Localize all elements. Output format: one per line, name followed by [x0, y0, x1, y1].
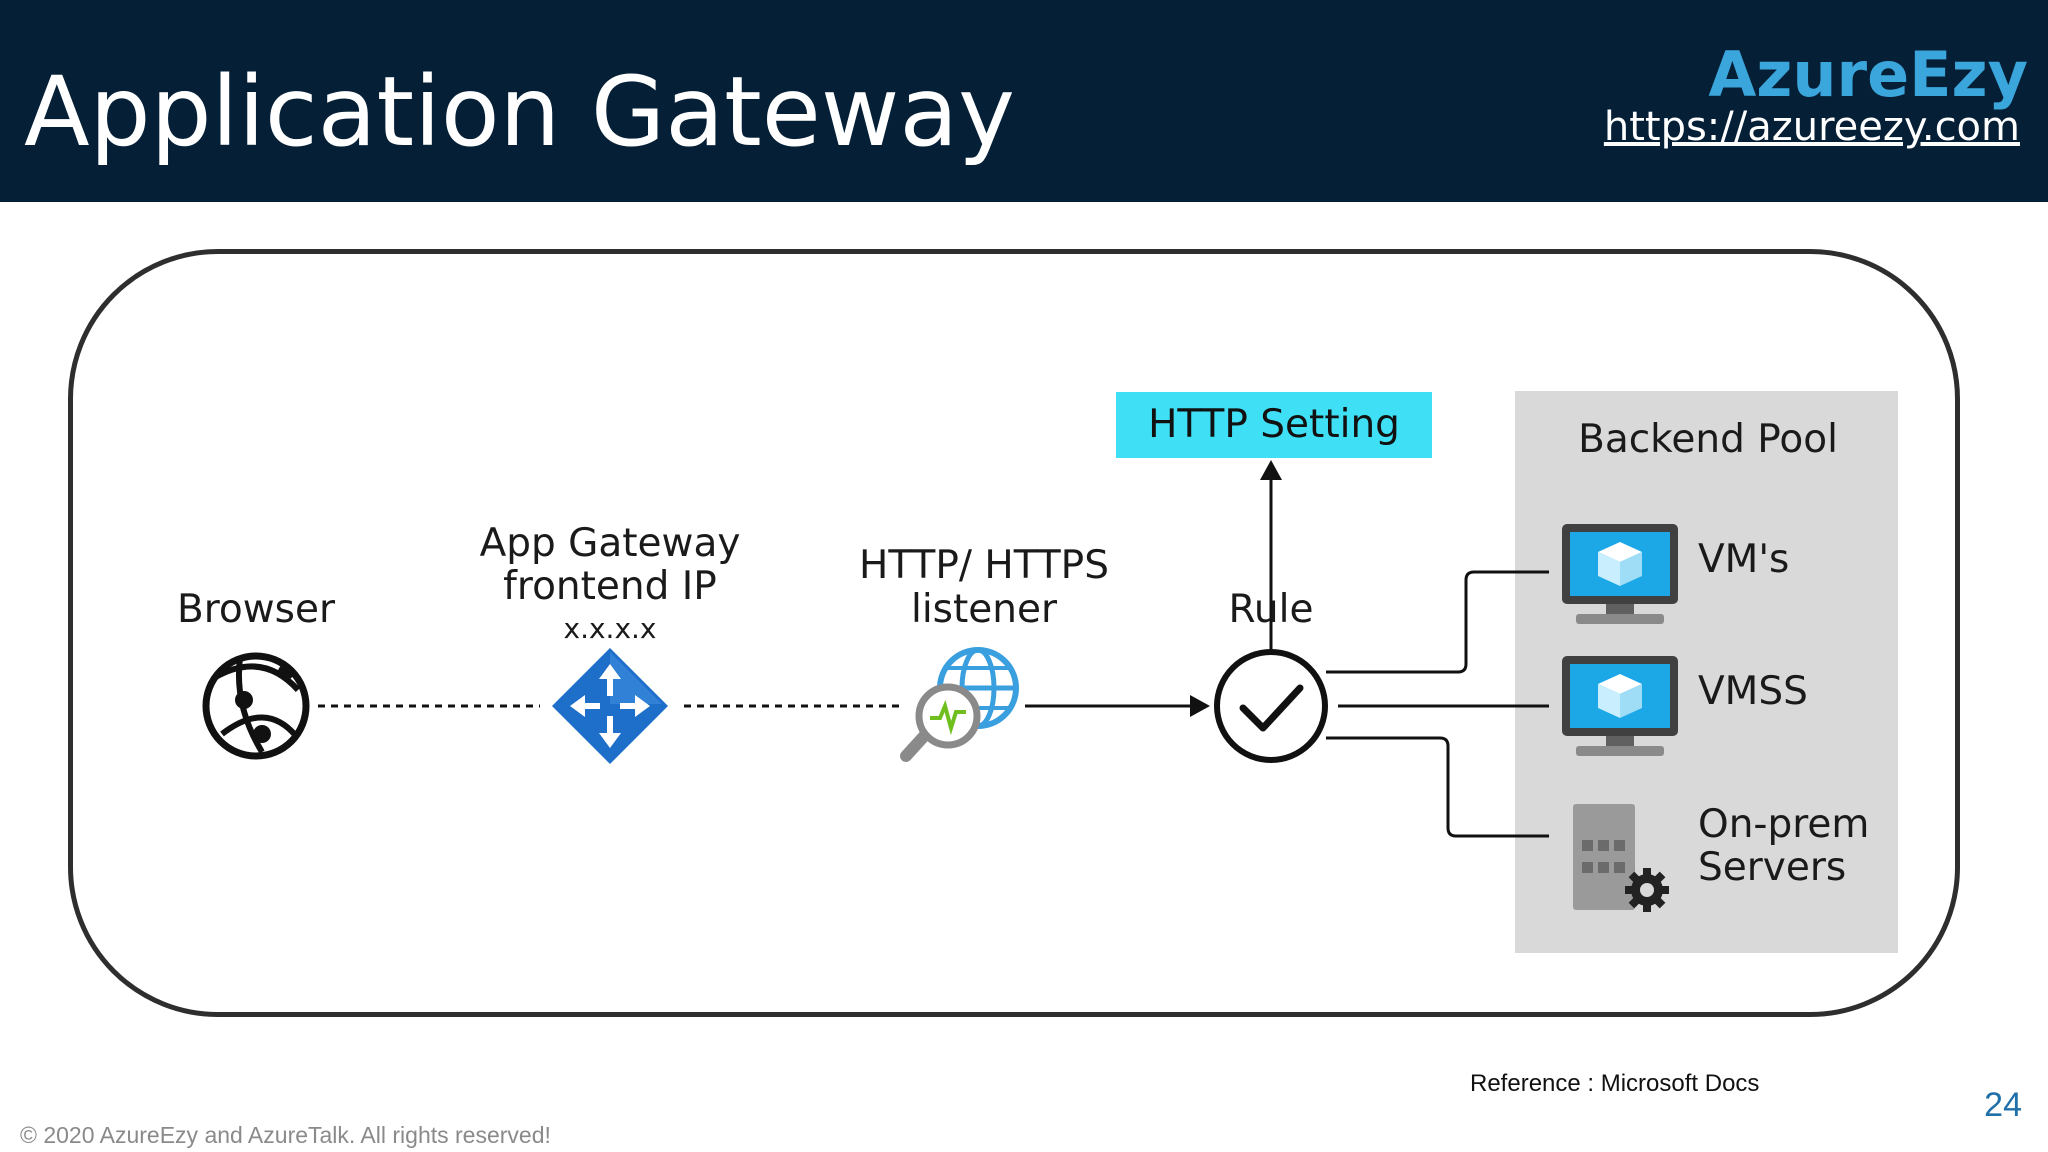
gear-icon	[1625, 868, 1669, 912]
slide-title: Application Gateway	[24, 56, 1015, 168]
rule-label: Rule	[1228, 587, 1314, 632]
arrowhead-http-setting	[1260, 460, 1282, 480]
listener-label-line1: HTTP/ HTTPS	[859, 543, 1109, 588]
backend-pool-label: Backend Pool	[1578, 417, 1838, 462]
browser-icon	[202, 652, 310, 760]
http-setting-box: HTTP Setting	[1116, 392, 1432, 458]
vm-icon	[1562, 524, 1678, 624]
reference-note: Reference : Microsoft Docs	[1470, 1070, 1760, 1097]
onprem-label-line1: On-prem	[1698, 802, 1870, 847]
brand-logo: AzureEzy	[1708, 38, 2028, 111]
rule-icon	[1214, 649, 1328, 763]
gateway-label-line2: frontend IP	[503, 564, 717, 609]
listener-icon	[900, 647, 1019, 762]
connectors	[318, 478, 1549, 838]
diagram-frame	[68, 249, 1960, 1017]
vmss-label: VMSS	[1698, 669, 1808, 714]
app-gateway-icon	[552, 648, 668, 764]
gateway-ip-label: x.x.x.x	[563, 612, 657, 645]
gateway-label-line1: App Gateway	[479, 521, 741, 566]
vms-label: VM's	[1698, 537, 1790, 582]
copyright-notice: © 2020 AzureEzy and AzureTalk. All right…	[20, 1122, 551, 1148]
arrowhead-rule	[1190, 695, 1210, 717]
browser-label: Browser	[176, 587, 336, 632]
title-bar: Application Gateway AzureEzy https://azu…	[0, 0, 2048, 202]
onprem-server-icon	[1573, 804, 1669, 912]
listener-label-line2: listener	[910, 587, 1058, 632]
rule-vms-connector	[1326, 570, 1549, 674]
brand-link[interactable]: https://azureezy.com	[1603, 104, 2020, 150]
vmss-icon	[1562, 656, 1678, 756]
page-number: 24	[1984, 1086, 2022, 1124]
onprem-label-line2: Servers	[1698, 845, 1847, 890]
rule-onprem-connector	[1326, 736, 1549, 838]
